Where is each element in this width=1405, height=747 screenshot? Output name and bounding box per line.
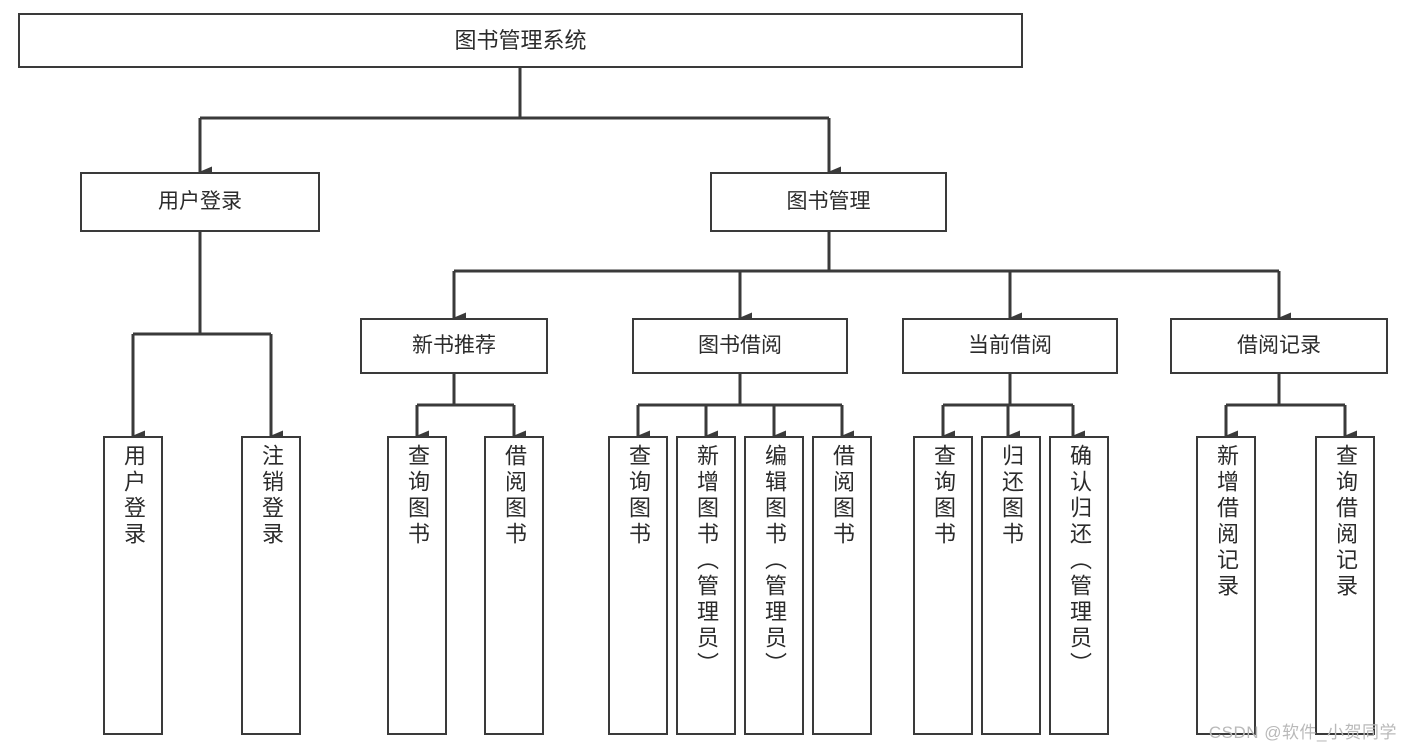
- leaf-query-book-borrow[interactable]: 查询图书: [608, 436, 668, 735]
- node-label: 确认归还（管理员）: [1067, 444, 1092, 678]
- node-label: 查询图书: [405, 444, 430, 548]
- node-current-borrow[interactable]: 当前借阅: [902, 318, 1118, 374]
- node-label: 新增借阅记录: [1214, 444, 1239, 600]
- leaf-query-book-current[interactable]: 查询图书: [913, 436, 973, 735]
- node-label: 新书推荐: [412, 333, 496, 357]
- watermark: CSDN @软件_小贺同学: [1208, 723, 1397, 742]
- node-label: 归还图书: [999, 444, 1024, 548]
- leaf-user-login[interactable]: 用户登录: [103, 436, 163, 735]
- node-label: 图书管理系统: [454, 27, 587, 53]
- node-label: 当前借阅: [968, 333, 1052, 357]
- node-book-management[interactable]: 图书管理: [710, 172, 947, 232]
- node-borrow-records[interactable]: 借阅记录: [1170, 318, 1388, 374]
- node-label: 查询借阅记录: [1333, 444, 1358, 600]
- node-label: 查询图书: [931, 444, 956, 548]
- node-label: 图书借阅: [698, 333, 782, 357]
- node-label: 注销登录: [259, 444, 284, 548]
- node-label: 借阅图书: [830, 444, 855, 548]
- node-root-system[interactable]: 图书管理系统: [18, 13, 1023, 68]
- leaf-borrow-book[interactable]: 借阅图书: [812, 436, 872, 735]
- leaf-query-borrow-record[interactable]: 查询借阅记录: [1315, 436, 1375, 735]
- node-label: 查询图书: [626, 444, 651, 548]
- node-label: 用户登录: [121, 444, 146, 548]
- leaf-add-borrow-record[interactable]: 新增借阅记录: [1196, 436, 1256, 735]
- node-label: 新增图书（管理员）: [694, 444, 719, 678]
- node-new-book-recommend[interactable]: 新书推荐: [360, 318, 548, 374]
- node-user-login[interactable]: 用户登录: [80, 172, 320, 232]
- node-label: 借阅图书: [502, 444, 527, 548]
- leaf-add-book-admin[interactable]: 新增图书（管理员）: [676, 436, 736, 735]
- node-label: 用户登录: [158, 189, 242, 213]
- node-book-borrow[interactable]: 图书借阅: [632, 318, 848, 374]
- node-label: 编辑图书（管理员）: [762, 444, 787, 678]
- node-label: 借阅记录: [1237, 333, 1321, 357]
- leaf-logout[interactable]: 注销登录: [241, 436, 301, 735]
- leaf-edit-book-admin[interactable]: 编辑图书（管理员）: [744, 436, 804, 735]
- leaf-query-book-recommend[interactable]: 查询图书: [387, 436, 447, 735]
- leaf-borrow-book-recommend[interactable]: 借阅图书: [484, 436, 544, 735]
- leaf-confirm-return-admin[interactable]: 确认归还（管理员）: [1049, 436, 1109, 735]
- node-label: 图书管理: [786, 189, 871, 213]
- leaf-return-book[interactable]: 归还图书: [981, 436, 1041, 735]
